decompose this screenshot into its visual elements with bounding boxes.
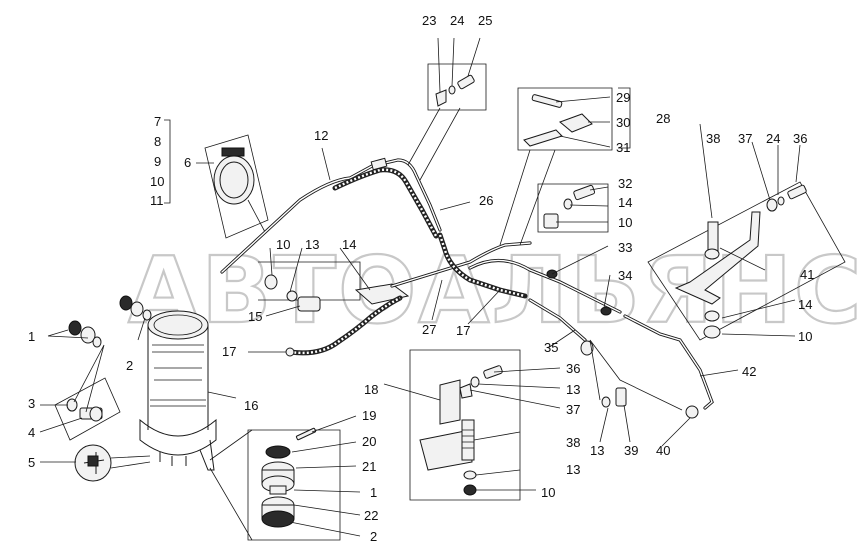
callout-13-right: 13 [590, 443, 604, 458]
callout-13-box-lower: 13 [566, 462, 580, 477]
callout-31: 31 [616, 140, 630, 155]
callout-22: 22 [364, 508, 378, 523]
callout-10-mid: 10 [276, 237, 290, 252]
callout-7: 7 [154, 114, 161, 129]
callout-37-box: 37 [566, 402, 580, 417]
callout-36-right: 36 [793, 131, 807, 146]
callout-42: 42 [742, 364, 756, 379]
callout-10-right: 10 [798, 329, 812, 344]
callout-20: 20 [362, 434, 376, 449]
callout-35: 35 [544, 340, 558, 355]
callout-1-bottom: 1 [370, 485, 377, 500]
callout-24-right: 24 [766, 131, 780, 146]
washer-set-left [68, 295, 152, 348]
callout-34: 34 [618, 268, 632, 283]
callout-6: 6 [184, 155, 191, 170]
callout-14-mid: 14 [342, 237, 356, 252]
callout-17-left: 17 [222, 344, 236, 359]
callout-14-right-box: 14 [618, 195, 632, 210]
callout-18: 18 [364, 382, 378, 397]
hose-clamp-6 [204, 134, 269, 239]
callout-19: 19 [362, 408, 376, 423]
callout-32: 32 [618, 176, 632, 191]
callout-29: 29 [616, 90, 630, 105]
clip-set-28-31 [499, 87, 613, 246]
callout-17-mid: 17 [456, 323, 470, 338]
callout-10-box: 10 [541, 485, 555, 500]
callout-24-top: 24 [450, 13, 464, 28]
callout-30: 30 [616, 115, 630, 130]
callout-27: 27 [422, 322, 436, 337]
pipe-35 [528, 298, 594, 356]
pipe-42 [623, 314, 714, 419]
callout-21: 21 [362, 459, 376, 474]
callout-26: 26 [479, 193, 493, 208]
callout-15: 15 [248, 309, 262, 324]
drain-valve [74, 444, 151, 482]
rubber-mount-assembly [209, 427, 341, 541]
callout-38-right: 38 [706, 131, 720, 146]
callout-41: 41 [800, 267, 814, 282]
bracket-13-15 [258, 241, 532, 312]
callout-5: 5 [28, 455, 35, 470]
callout-12: 12 [314, 128, 328, 143]
callout-40: 40 [656, 443, 670, 458]
clip-23-25 [407, 63, 487, 181]
callout-8: 8 [154, 134, 161, 149]
hose-17 [285, 295, 403, 357]
fuel-lines-upper [220, 157, 442, 274]
leader-lines [39, 37, 801, 537]
callout-14-right: 14 [798, 297, 812, 312]
callout-25: 25 [478, 13, 492, 28]
bracket-41 [647, 181, 846, 341]
callout-39: 39 [624, 443, 638, 458]
callout-23: 23 [422, 13, 436, 28]
callout-1: 1 [28, 329, 35, 344]
callout-labels: 1 2 3 4 5 6 7 8 9 10 11 12 10 13 14 15 1… [28, 13, 814, 544]
callout-10-left: 10 [150, 174, 164, 189]
hose-26-27 [437, 232, 622, 316]
callout-38-box: 38 [566, 435, 580, 450]
filter-canister [139, 310, 217, 471]
callout-9: 9 [154, 154, 161, 169]
callout-36-box: 36 [566, 361, 580, 376]
callout-13-box: 13 [566, 382, 580, 397]
callout-13-mid: 13 [305, 237, 319, 252]
callout-3: 3 [28, 396, 35, 411]
callout-4: 4 [28, 425, 35, 440]
callout-2-bottom: 2 [370, 529, 377, 544]
bolt-39 [601, 387, 627, 408]
callout-37-right: 37 [738, 131, 752, 146]
bolt-assembly-3-4 [54, 377, 121, 441]
detail-box-18-38 [409, 349, 521, 501]
callout-28: 28 [656, 111, 670, 126]
callout-10-right-box: 10 [618, 215, 632, 230]
callout-11: 11 [150, 193, 164, 208]
callout-16: 16 [244, 398, 258, 413]
bolt-group-32 [537, 183, 609, 233]
callout-33: 33 [618, 240, 632, 255]
callout-2: 2 [126, 358, 133, 373]
